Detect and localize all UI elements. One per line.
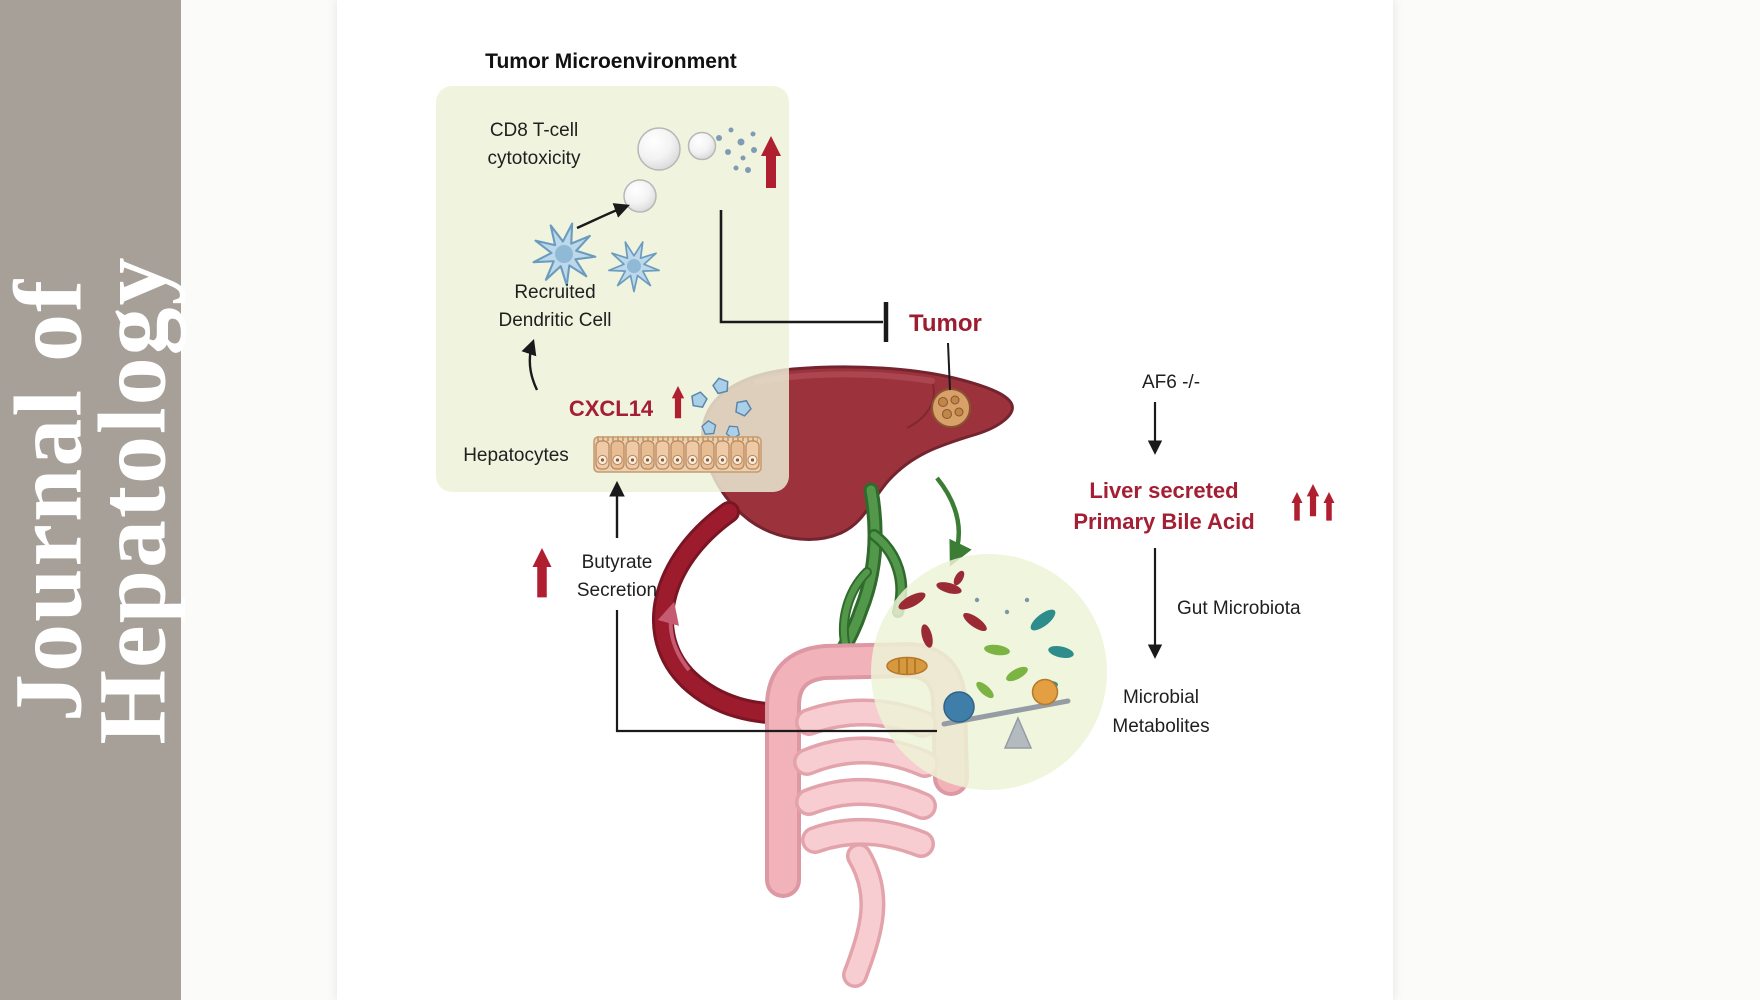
tumor-nodule-icon — [931, 388, 971, 428]
dendritic-cell-icon — [525, 214, 667, 298]
liver-to-gut-arrow — [935, 476, 972, 567]
tumor-label: Tumor — [909, 310, 982, 337]
journal-band: Journal of Hepatology — [0, 0, 186, 1000]
recruited-label-line2: Dendritic Cell — [499, 310, 612, 331]
cxcl14-to-dc-arrow — [521, 339, 539, 391]
journal-title-line2: Hepatology — [78, 255, 186, 745]
bile-label-line2: Primary Bile Acid — [1073, 509, 1254, 534]
bacteria-green-icon — [976, 644, 1028, 699]
tme-box — [436, 86, 789, 492]
granule-dots-icon — [716, 127, 757, 173]
recruited-label-line1: Recruited — [514, 282, 595, 303]
metabolite-blue-ball — [943, 691, 975, 723]
butyrate-increase-arrow-icon — [532, 548, 552, 598]
bile-label-line1: Liver secreted — [1089, 478, 1238, 503]
bacteria-maroon-icon — [898, 570, 987, 648]
butyrate-label-line1: Butyrate — [582, 552, 653, 573]
af6-label: AF6 -/- — [1142, 372, 1200, 393]
hepatocyte-strip-icon — [593, 436, 762, 473]
metabolites-to-butyrate-connector — [615, 610, 937, 733]
cd8-label-line1: CD8 T-cell — [490, 120, 578, 141]
journal-title-line1: Journal of — [0, 277, 102, 723]
inhibition-line — [719, 210, 889, 342]
metabolites-label-line1: Microbial — [1123, 687, 1199, 708]
dc-to-cd8-arrow — [576, 203, 630, 230]
gut-to-liver-arrow — [657, 601, 691, 672]
metabolites-label-line2: Metabolites — [1112, 716, 1209, 737]
page-panel: Tumor Microenvironment CD8 T-cell cytoto… — [337, 0, 1393, 1000]
bacteria-dots-icon — [974, 597, 1030, 615]
tumor-label-to-nodule-line — [947, 342, 951, 391]
bile-increase-arrows-icon — [1291, 484, 1335, 521]
diagram-canvas: Tumor Microenvironment CD8 T-cell cytoto… — [436, 50, 1335, 988]
metabolite-orange-ball — [1031, 678, 1059, 706]
cd8-cells-icon — [623, 127, 717, 213]
journal-title: Journal of Hepatology — [0, 255, 186, 745]
hepatic-artery-icon — [651, 501, 800, 725]
hepatocytes-label: Hepatocytes — [463, 445, 569, 466]
butyrate-label-line2: Secretion — [577, 580, 657, 601]
gut-microbiota-label: Gut Microbiota — [1177, 598, 1301, 619]
tme-title: Tumor Microenvironment — [485, 50, 737, 73]
balance-icon — [941, 678, 1071, 749]
cxcl14-label: CXCL14 — [569, 396, 654, 421]
bacteria-orange-icon — [886, 656, 928, 676]
cd8-label-line2: cytotoxicity — [488, 148, 581, 169]
